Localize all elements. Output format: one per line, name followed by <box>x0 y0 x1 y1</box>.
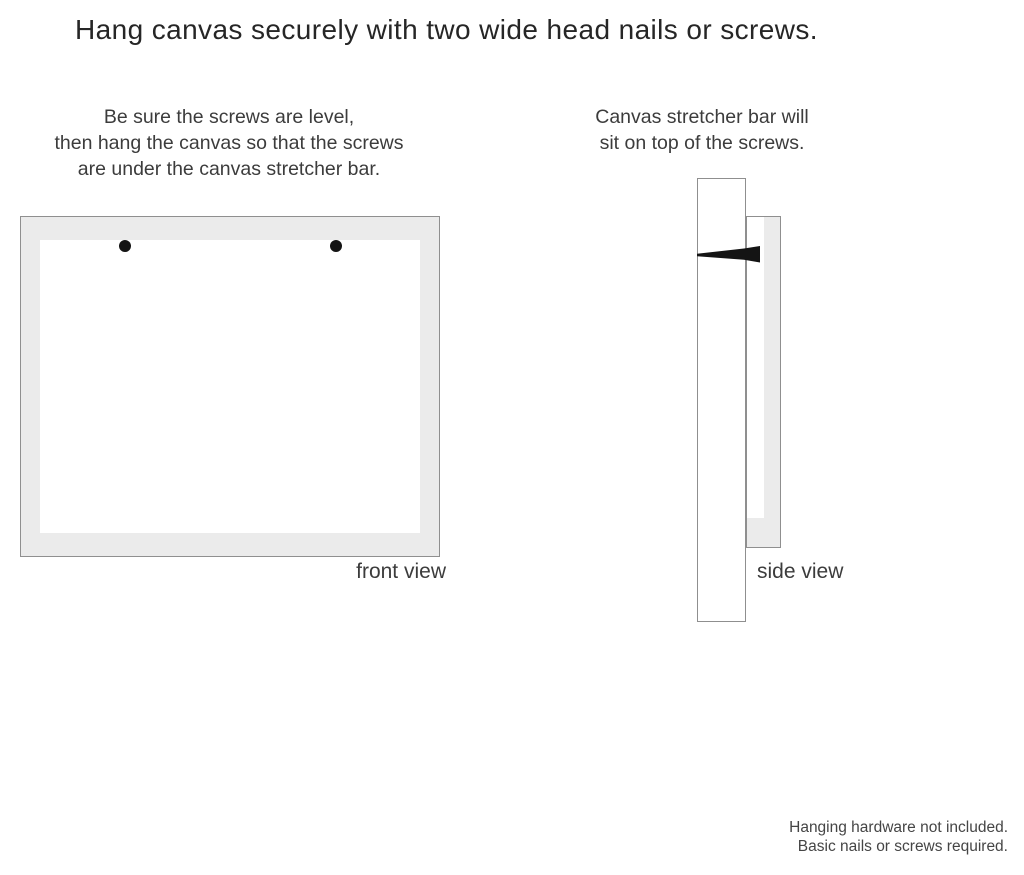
nail-icon <box>697 246 760 263</box>
front-view-canvas-face <box>40 240 420 533</box>
side-view-canvas-face <box>747 217 764 518</box>
side-view-canvas-profile <box>746 216 781 548</box>
front-view-instructions: Be sure the screws are level, then hang … <box>29 104 429 182</box>
side-view-instructions: Canvas stretcher bar will sit on top of … <box>552 104 852 156</box>
screw-dot-icon <box>119 240 131 252</box>
front-view-label: front view <box>356 560 446 583</box>
instruction-line: Be sure the screws are level, <box>103 106 355 128</box>
page-title: Hang canvas securely with two wide head … <box>75 14 818 45</box>
side-view-label: side view <box>757 560 844 583</box>
hardware-footnote: Hanging hardware not included. Basic nai… <box>624 818 1008 856</box>
footnote-line: Hanging hardware not included. <box>789 819 1008 836</box>
front-view-canvas-frame <box>20 216 440 557</box>
instruction-line: sit on top of the screws. <box>599 132 805 154</box>
instruction-line: Canvas stretcher bar will <box>595 106 809 128</box>
screw-dot-icon <box>330 240 342 252</box>
footnote-line: Basic nails or screws required. <box>797 838 1008 855</box>
instruction-line: are under the canvas stretcher bar. <box>77 158 381 180</box>
instruction-line: then hang the canvas so that the screws <box>54 132 404 154</box>
